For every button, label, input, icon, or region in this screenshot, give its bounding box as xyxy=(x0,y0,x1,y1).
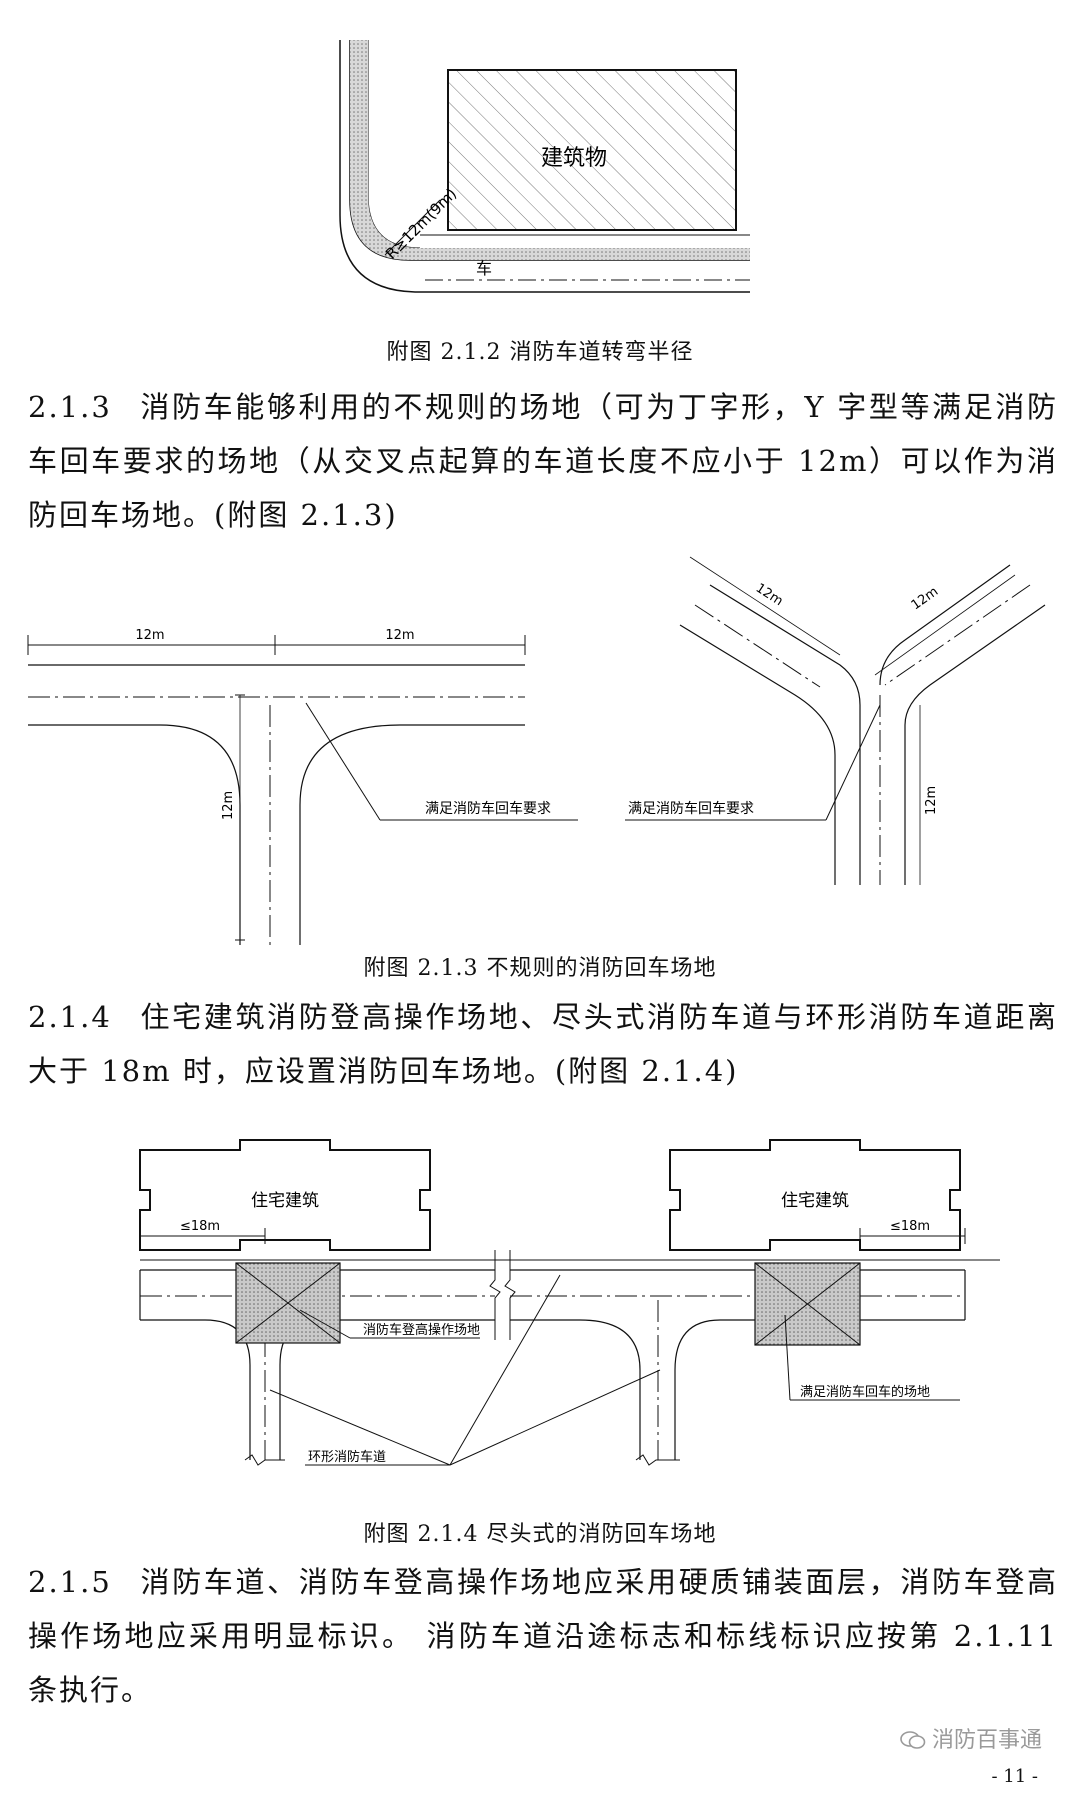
building-block xyxy=(447,69,737,231)
turnaround-area xyxy=(754,1262,861,1346)
t-dim-left: 12m xyxy=(135,628,164,643)
wechat-icon xyxy=(900,1731,926,1749)
y-dim-vertical: 12m xyxy=(924,786,939,815)
irregular-turnaround-drawing: 12m 12m 12m 满足消防车回车要求 12m 12m 12m 满足消防车回… xyxy=(27,556,1046,945)
building-label: 建筑物 xyxy=(541,146,607,171)
t-junction xyxy=(27,635,578,945)
ladder-operation-area xyxy=(235,1262,341,1344)
t-dim-right: 12m xyxy=(385,628,414,643)
caption-figure-212: 附图 2.1.2 消防车道转弯半径 xyxy=(386,340,694,365)
caption-figure-214: 附图 2.1.4 尽头式的消防回车场地 xyxy=(363,1522,717,1547)
radius-arrow xyxy=(384,199,441,256)
dim-right-18m: ≤18m xyxy=(890,1219,930,1234)
figure-turning-radius: R≥12m(9m) 建筑物 车 xyxy=(0,30,1080,300)
section-number: 2.1.3 xyxy=(28,390,112,424)
t-dim-vertical: 12m xyxy=(221,791,236,820)
y-dim-left: 12m xyxy=(753,581,786,609)
residential-building-right xyxy=(669,1139,961,1251)
section-text: 住宅建筑消防登高操作场地、尽头式消防车道与环形消防车道距离大于 18m 时，应设… xyxy=(28,1000,1058,1088)
road-outer-edge xyxy=(339,40,750,293)
watermark: 消防百事通 xyxy=(900,1722,1042,1754)
note-turnaround-area: 满足消防车回车的场地 xyxy=(800,1384,930,1400)
page-number: - 11 - xyxy=(991,1766,1038,1787)
truncated-label: 车 xyxy=(476,259,492,278)
figure-dead-end-turnaround: ≤18m ≤18m 住宅建筑 住宅建筑 消防车登高操作场地 满足消防车回车的场地… xyxy=(0,1110,1080,1480)
building-label-right: 住宅建筑 xyxy=(781,1191,849,1211)
figure-irregular-turnaround: 12m 12m 12m 满足消防车回车要求 12m 12m 12m 满足消防车回… xyxy=(0,545,1080,945)
building-label-left: 住宅建筑 xyxy=(251,1191,319,1211)
note-ring-road: 环形消防车道 xyxy=(308,1449,386,1465)
y-dim-upper: 12m xyxy=(909,584,942,613)
turning-radius-drawing: R≥12m(9m) 建筑物 车 xyxy=(339,40,750,293)
watermark-text: 消防百事通 xyxy=(931,1728,1042,1753)
residential-building-left xyxy=(139,1139,431,1251)
y-junction xyxy=(625,556,1046,885)
dim-left-18m: ≤18m xyxy=(180,1219,220,1234)
note-ladder-area: 消防车登高操作场地 xyxy=(363,1322,480,1338)
y-note: 满足消防车回车要求 xyxy=(628,800,754,817)
caption-figure-213: 附图 2.1.3 不规则的消防回车场地 xyxy=(363,956,717,981)
section-number: 2.1.5 xyxy=(28,1565,112,1599)
section-text: 消防车能够利用的不规则的场地（可为丁字形，Y 字型等满足消防车回车要求的场地（从… xyxy=(28,390,1058,532)
section-text: 消防车道、消防车登高操作场地应采用硬质铺装面层，消防车登高操作场地应采用明显标识… xyxy=(28,1565,1058,1707)
section-number: 2.1.4 xyxy=(28,1000,112,1034)
dead-end-turnaround-drawing: ≤18m ≤18m 住宅建筑 住宅建筑 消防车登高操作场地 满足消防车回车的场地… xyxy=(139,1139,1000,1466)
t-note: 满足消防车回车要求 xyxy=(425,800,551,817)
